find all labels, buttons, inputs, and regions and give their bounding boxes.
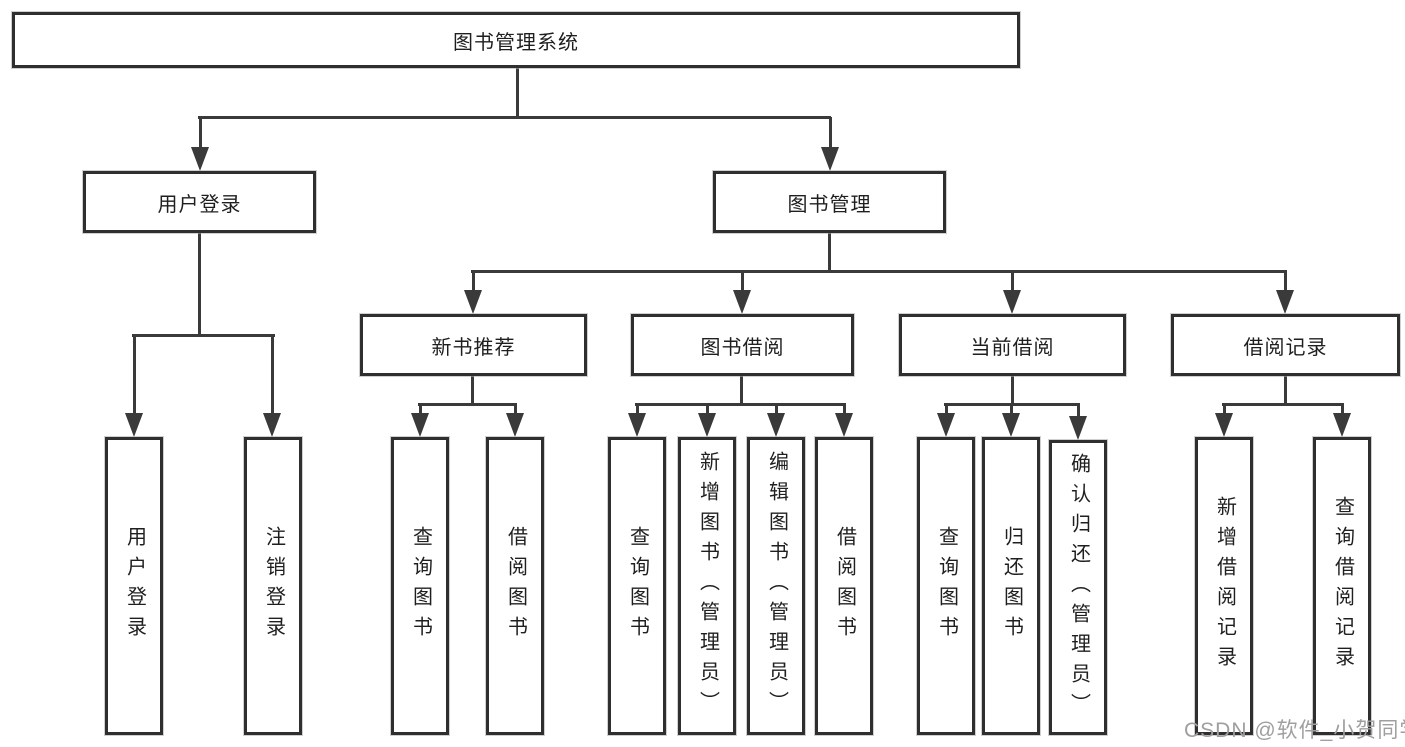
arrowhead-icon xyxy=(1002,413,1020,437)
connector-trunk-borrowing-records xyxy=(1284,376,1287,406)
connector-trunk-book-borrowing xyxy=(740,376,743,406)
arrow-to-new-book-recommend xyxy=(464,270,482,314)
node-label: 查询借阅记录 xyxy=(1331,496,1354,676)
arrow-to-query-books-1 xyxy=(411,404,429,437)
leaf-edit-book-admin: 编辑图书（管理员） xyxy=(747,437,805,735)
node-label: 用户登录 xyxy=(157,193,242,216)
leaf-add-borrow-record: 新增借阅记录 xyxy=(1195,437,1253,735)
arrowhead-icon xyxy=(733,290,751,314)
leaf-borrow-books-1: 借阅图书 xyxy=(486,437,544,735)
node-label: 借阅图书 xyxy=(833,526,856,646)
arrow-to-borrow-books-2 xyxy=(835,404,853,437)
arrow-to-book-management xyxy=(821,117,839,171)
connector-trunk-book-management xyxy=(828,233,831,273)
arrowhead-icon xyxy=(821,147,839,171)
node-label: 查询图书 xyxy=(626,526,649,646)
arrowhead-icon xyxy=(411,413,429,437)
arrow-to-add-book-admin xyxy=(698,404,716,437)
node-label: 新增图书（管理员） xyxy=(696,451,719,721)
connector-trunk-user-login xyxy=(198,233,201,337)
leaf-query-books-3: 查询图书 xyxy=(917,437,975,735)
connector-rail-new-book-recommend xyxy=(418,403,517,406)
connector-rail-borrowing-records xyxy=(1222,403,1344,406)
arrowhead-icon xyxy=(835,413,853,437)
arrowhead-icon xyxy=(1276,290,1294,314)
arrow-to-query-books-3 xyxy=(937,404,955,437)
node-book-management-system: 图书管理系统 xyxy=(12,12,1020,68)
node-label: 借阅图书 xyxy=(504,526,527,646)
arrow-to-confirm-return-admin xyxy=(1069,404,1087,440)
arrow-to-current-borrowing xyxy=(1003,270,1021,314)
arrowhead-icon xyxy=(263,413,281,437)
node-label: 新书推荐 xyxy=(431,336,516,359)
node-label: 编辑图书（管理员） xyxy=(765,451,788,721)
connector-rail-level2 xyxy=(198,116,831,119)
connector-trunk-root xyxy=(516,68,519,119)
arrow-to-add-borrow-record xyxy=(1215,404,1233,437)
arrowhead-icon xyxy=(506,413,524,437)
node-label: 图书管理系统 xyxy=(453,31,579,54)
node-book-management: 图书管理 xyxy=(713,171,946,233)
leaf-borrow-books-2: 借阅图书 xyxy=(815,437,873,735)
node-book-borrowing: 图书借阅 xyxy=(631,314,854,376)
node-label: 图书管理 xyxy=(787,193,872,216)
node-current-borrowing: 当前借阅 xyxy=(899,314,1126,376)
node-user-login: 用户登录 xyxy=(83,171,316,233)
arrow-to-edit-book-admin xyxy=(767,404,785,437)
node-label: 注销登录 xyxy=(262,526,285,646)
leaf-logout: 注销登录 xyxy=(244,437,302,735)
arrowhead-icon xyxy=(1333,413,1351,437)
csdn-watermark: CSDN @软件_小贺同学 xyxy=(1184,719,1405,742)
leaf-add-book-admin: 新增图书（管理员） xyxy=(678,437,736,735)
arrowhead-icon xyxy=(698,413,716,437)
arrow-to-book-borrowing xyxy=(733,270,751,314)
connector-trunk-new-book-recommend xyxy=(471,376,474,406)
node-label: 查询图书 xyxy=(409,526,432,646)
node-label: 查询图书 xyxy=(935,526,958,646)
connector-rail-level3 xyxy=(471,270,1287,273)
arrow-to-query-borrow-record xyxy=(1333,404,1351,437)
arrowhead-icon xyxy=(1215,413,1233,437)
node-label: 新增借阅记录 xyxy=(1213,496,1236,676)
arrowhead-icon xyxy=(767,413,785,437)
connector-rail-book-borrowing xyxy=(635,403,846,406)
node-label: 当前借阅 xyxy=(970,336,1055,359)
leaf-query-books-2: 查询图书 xyxy=(608,437,666,735)
leaf-query-borrow-record: 查询借阅记录 xyxy=(1313,437,1371,735)
arrow-to-logout-leaf xyxy=(263,335,281,437)
arrowhead-icon xyxy=(1069,416,1087,440)
leaf-user-login: 用户登录 xyxy=(105,437,163,735)
arrowhead-icon xyxy=(464,290,482,314)
arrowhead-icon xyxy=(628,413,646,437)
connector-trunk-current-borrowing xyxy=(1011,376,1014,406)
arrowhead-icon xyxy=(937,413,955,437)
node-label: 图书借阅 xyxy=(700,336,785,359)
arrowhead-icon xyxy=(191,147,209,171)
arrow-to-return-book xyxy=(1002,404,1020,437)
arrow-to-query-books-2 xyxy=(628,404,646,437)
arrow-to-user-login-leaf xyxy=(125,335,143,437)
leaf-return-book: 归还图书 xyxy=(982,437,1040,735)
node-label: 确认归还（管理员） xyxy=(1067,452,1090,723)
arrowhead-icon xyxy=(1003,290,1021,314)
node-new-book-recommend: 新书推荐 xyxy=(360,314,587,376)
leaf-confirm-return-admin: 确认归还（管理员） xyxy=(1049,440,1107,735)
node-label: 归还图书 xyxy=(1000,526,1023,646)
arrow-to-borrowing-records xyxy=(1276,270,1294,314)
node-label: 借阅记录 xyxy=(1243,336,1328,359)
leaf-query-books-1: 查询图书 xyxy=(391,437,449,735)
arrow-to-user-login xyxy=(191,117,209,171)
arrow-to-borrow-books-1 xyxy=(506,404,524,437)
node-borrowing-records: 借阅记录 xyxy=(1171,314,1400,376)
node-label: 用户登录 xyxy=(123,526,146,646)
connector-rail-user-login xyxy=(132,334,275,337)
arrowhead-icon xyxy=(125,413,143,437)
